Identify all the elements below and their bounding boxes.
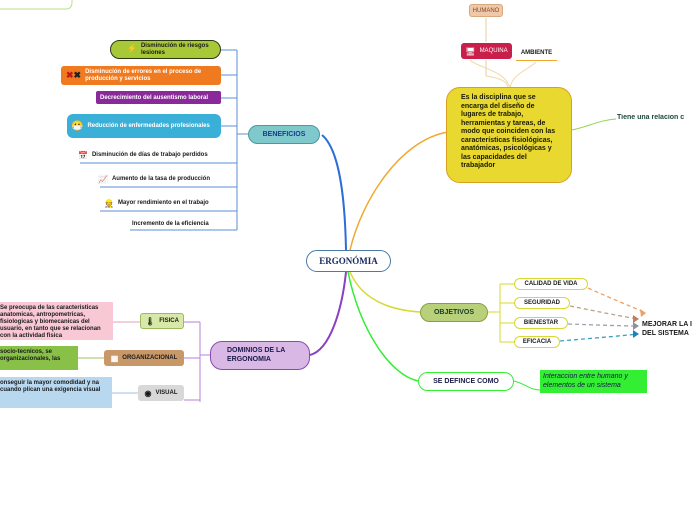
definition-node[interactable]: Es la disciplina que se encarga del dise… (446, 87, 572, 183)
beneficio-item-label: Mayor rendimiento en el trabajo (117, 200, 209, 206)
fisica-desc-text: Se preocupa de las caracteristicas anato… (0, 305, 101, 339)
thermometer-icon: 🌡 (145, 316, 156, 326)
central-topic-label: ERGONÓMIA (319, 256, 378, 266)
beneficio-item-label: Decrecimiento del ausentismo laboral (100, 94, 209, 101)
objetivo-item-seguridad[interactable]: SEGURIDAD (514, 297, 570, 309)
fisica-label: FISICA (159, 318, 179, 324)
maquina-node[interactable]: 🖥 MAQUINA (461, 43, 512, 59)
se-define-como-desc: Interaccion entre humano y elementos de … (543, 373, 628, 389)
beneficio-item-label: Disminución de días de trabajo perdidos (91, 152, 208, 158)
organizacional-label: ORGANIZACIONAL (122, 355, 178, 361)
maquina-label: MAQUINA (479, 48, 508, 54)
objetivo-item-label: SEGURIDAD (523, 300, 560, 306)
sick-face-icon: 😷 (71, 120, 84, 132)
se-define-como-label: SE DEFINCE COMO (433, 378, 499, 385)
objetivo-item-label: CALIDAD DE VIDA (524, 281, 578, 287)
definition-text: Es la disciplina que se encarga del dise… (461, 94, 556, 169)
beneficio-item-label: Reducción de enfermedades profesionales (87, 123, 210, 129)
beneficios-label: BENEFICIOS (262, 131, 306, 138)
relation-text: Tiene una relacion c (617, 114, 685, 121)
ambiente-label: AMBIENTE (520, 50, 553, 56)
eye-icon: ◉ (144, 388, 152, 398)
organizacional-node[interactable]: ▦ ORGANIZACIONAL (104, 350, 184, 366)
se-define-como-node[interactable]: SE DEFINCE COMO (418, 372, 514, 391)
visual-desc-text: onseguir la mayor comodidad y na cuando … (0, 380, 101, 393)
beneficio-item-label: Aumento de la tasa de producción (111, 176, 210, 182)
beneficio-item-eficiencia[interactable]: Incremento de la eficiencia (132, 218, 223, 230)
objetivo-item-label: BIENESTAR (523, 320, 559, 326)
objetivo-item-bienestar[interactable]: BIENESTAR (514, 317, 568, 329)
humano-node[interactable]: HUMANO (469, 4, 503, 17)
objetivos-target[interactable]: MEJORAR LA I DEL SISTEMA (642, 320, 696, 340)
beneficio-item-label: Disminución de riesgos lesiones (140, 43, 209, 56)
beneficio-item-label: Disminución de errores en el proceso de … (85, 69, 202, 82)
organization-chart-icon: ▦ (110, 353, 119, 363)
humano-label: HUMANO (472, 7, 500, 14)
beneficio-item-dias[interactable]: 📅 Disminución de días de trabajo perdido… (78, 148, 223, 162)
ambiente-node[interactable]: AMBIENTE (516, 46, 557, 61)
lightning-icon: ⚡ (127, 44, 137, 54)
cross-marks-icon: ✖✖ (66, 70, 82, 81)
beneficio-item-label: Incremento de la eficiencia (132, 221, 209, 227)
relation-node[interactable]: Tiene una relacion c (617, 114, 696, 126)
beneficios-node[interactable]: BENEFICIOS (248, 125, 320, 144)
beneficio-item-errores[interactable]: ✖✖ Disminución de errores en el proceso … (61, 66, 221, 85)
dominios-node[interactable]: DOMINIOS DE LA ERGONOMIA (210, 341, 310, 370)
fisica-desc[interactable]: Se preocupa de las caracteristicas anato… (0, 302, 113, 340)
organizacional-desc[interactable]: socio-tecnicos, se organizacionales, las (0, 346, 78, 370)
organizacional-desc-text: socio-tecnicos, se organizacionales, las (0, 349, 61, 362)
objetivos-label: OBJETIVOS (433, 309, 475, 316)
se-define-como-text[interactable]: Interaccion entre humano y elementos de … (540, 370, 647, 393)
beneficio-item-enfermedades[interactable]: 😷 Reducción de enfermedades profesionale… (67, 114, 221, 138)
calendar-icon: 📅 (78, 150, 88, 160)
dominios-label: DOMINIOS DE LA ERGONOMIA (227, 347, 286, 363)
fisica-node[interactable]: 🌡 FISICA (140, 313, 184, 329)
visual-node[interactable]: ◉ VISUAL (138, 385, 184, 401)
visual-label: VISUAL (155, 390, 178, 396)
central-topic[interactable]: ERGONÓMIA (306, 250, 391, 272)
visual-desc[interactable]: onseguir la mayor comodidad y na cuando … (0, 377, 112, 408)
objetivos-target-text: MEJORAR LA I DEL SISTEMA (642, 321, 692, 337)
worker-icon: 👷 (104, 198, 114, 208)
objetivo-item-label: EFICACIA (522, 339, 552, 345)
beneficio-item-riesgos[interactable]: ⚡ Disminución de riesgos lesiones (110, 40, 221, 59)
objetivos-node[interactable]: OBJETIVOS (420, 303, 488, 322)
beneficio-item-ausentismo[interactable]: Decrecimiento del ausentismo laboral (96, 91, 221, 104)
computer-icon: 🖥 (465, 46, 476, 56)
objetivo-item-eficacia[interactable]: EFICACIA (514, 336, 560, 348)
beneficio-item-rendimiento[interactable]: 👷 Mayor rendimiento en el trabajo (104, 196, 223, 210)
beneficio-item-produccion[interactable]: 📈 Aumento de la tasa de producción (98, 172, 223, 186)
objetivo-item-calidad[interactable]: CALIDAD DE VIDA (514, 278, 588, 290)
chart-up-icon: 📈 (98, 174, 108, 184)
